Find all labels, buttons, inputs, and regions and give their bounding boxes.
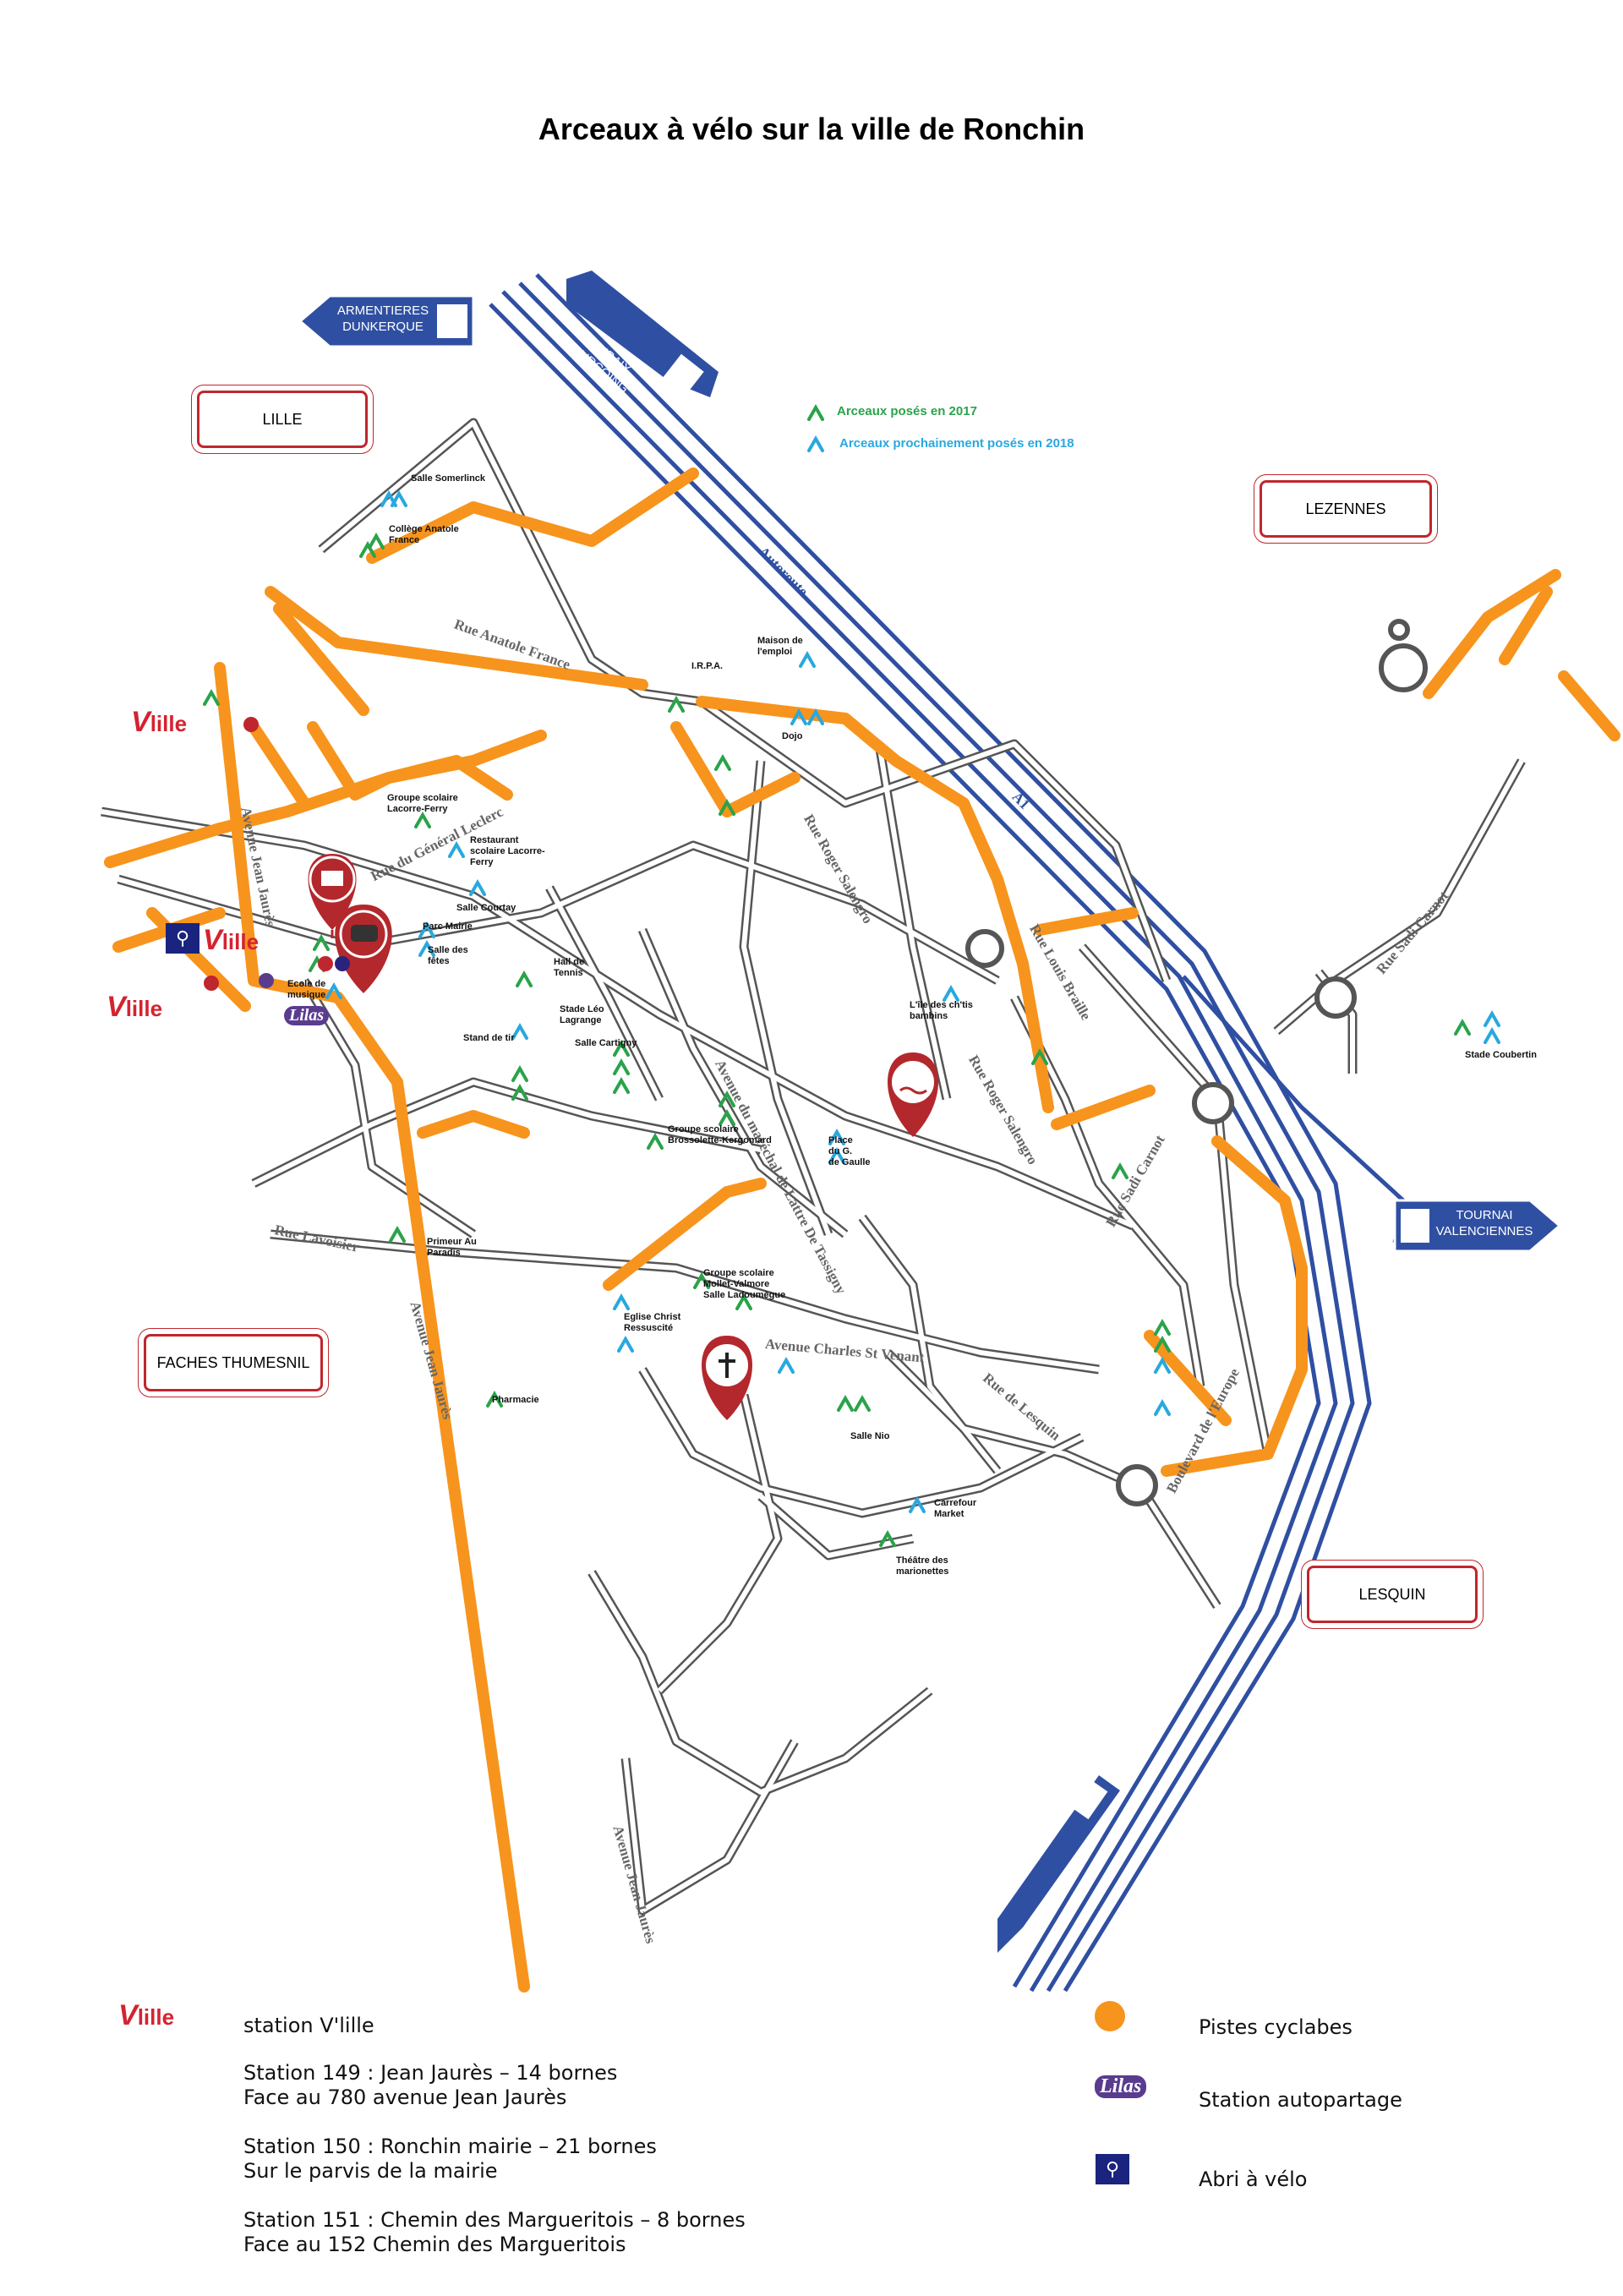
lilas-logo-map: Lilas bbox=[284, 1006, 330, 1025]
legend-pistes: Pistes cyclabes bbox=[1199, 2015, 1352, 2039]
pin-mairie bbox=[308, 854, 357, 938]
highway-sign-seclin bbox=[997, 1774, 1120, 1953]
poi-carrefour: Carrefour Market bbox=[934, 1498, 977, 1519]
vlille-v: V bbox=[107, 991, 126, 1023]
town-faches: FACHES THUMESNIL bbox=[144, 1334, 323, 1391]
poi-brossolette: Groupe scolaire Brossolette-Kergomard bbox=[668, 1124, 772, 1145]
legend-autopartage: Station autopartage bbox=[1199, 2088, 1402, 2112]
legend-icons bbox=[807, 406, 824, 452]
vlille-logo-3: Vlille bbox=[107, 991, 162, 1024]
vlille-logo-1: Vlille bbox=[131, 706, 187, 739]
poi-place: Place du G. de Gaulle bbox=[828, 1135, 871, 1167]
legend-2018: Arceaux prochainement posés en 2018 bbox=[839, 436, 1074, 451]
legend-abri-icon: ⚲ bbox=[1096, 2154, 1129, 2184]
vlille-word: lille bbox=[221, 929, 260, 954]
pin-eglise bbox=[702, 1336, 752, 1420]
poi-eglise: Eglise Christ Ressuscité bbox=[624, 1312, 681, 1333]
vlille-v: V bbox=[203, 924, 222, 956]
map-title: Arceaux à vélo sur la ville de Ronchin bbox=[538, 112, 1085, 146]
poi-somerlinck: Salle Somerlinck bbox=[411, 473, 486, 484]
cycle-track-legend-dot bbox=[1095, 2001, 1125, 2031]
poi-musique: Ecole de musique bbox=[287, 979, 326, 1000]
poi-coubertin: Stade Coubertin bbox=[1465, 1050, 1537, 1060]
vlille-word: lille bbox=[150, 711, 188, 736]
poi-fetes: Salle des fêtes bbox=[428, 945, 468, 966]
town-lesquin: LESQUIN bbox=[1307, 1566, 1478, 1623]
pin-train bbox=[335, 905, 392, 993]
bike-shelter-icon: ⚲ bbox=[166, 923, 199, 954]
legend-station-150: Station 150 : Ronchin mairie – 21 bornes… bbox=[243, 2135, 657, 2183]
poi-restaurant: Restaurant scolaire Lacorre- Ferry bbox=[470, 835, 545, 867]
poi-emploi: Maison de l'emploi bbox=[757, 636, 803, 657]
poi-courtay: Salle Courtay bbox=[456, 903, 516, 913]
legend-vlille-title: station V'lille bbox=[243, 2014, 374, 2037]
arceaux-2017-markers bbox=[203, 534, 1471, 1547]
poi-mollet: Groupe scolaire Mollet-Valmore Salle Lad… bbox=[703, 1268, 786, 1300]
poi-primeur: Primeur Au Paradis bbox=[427, 1237, 477, 1258]
vlille-v: V bbox=[118, 1999, 138, 2031]
poi-hall: Hall de Tennis bbox=[554, 957, 585, 978]
highway-sign-roubaix bbox=[566, 271, 719, 399]
poi-pharmacie: Pharmacie bbox=[492, 1395, 539, 1405]
poi-dojo: Dojo bbox=[782, 731, 803, 741]
highway-sign-tournai bbox=[1393, 1199, 1562, 1253]
vlille-word: lille bbox=[125, 996, 163, 1021]
poi-irpa: I.R.P.A. bbox=[691, 661, 724, 671]
poi-anatole: Collège Anatole France bbox=[389, 524, 459, 545]
poi-lacorre: Groupe scolaire Lacorre-Ferry bbox=[387, 793, 458, 814]
legend-station-149: Station 149 : Jean Jaurès – 14 bornes Fa… bbox=[243, 2061, 618, 2109]
town-lille: LILLE bbox=[197, 391, 368, 448]
legend-2017: Arceaux posés en 2017 bbox=[837, 404, 977, 418]
vlille-station-dots bbox=[204, 717, 350, 991]
vlille-v: V bbox=[131, 706, 150, 738]
highway-a1 bbox=[489, 273, 1406, 1993]
cycle-tracks bbox=[104, 467, 1620, 1993]
sign-text-armentieres: ARMENTIERES DUNKERQUE bbox=[336, 303, 429, 334]
poi-cartigny: Salle Cartigny bbox=[575, 1038, 637, 1048]
poi-theatre: Théâtre des marionettes bbox=[896, 1555, 949, 1577]
sign-text-tournai: TOURNAI VALENCIENNES bbox=[1435, 1208, 1533, 1238]
legend-vlille-logo: Vlille bbox=[118, 1999, 174, 2032]
lilas-logo-legend: Lilas bbox=[1095, 2075, 1147, 2098]
legend-station-151: Station 151 : Chemin des Margueritois – … bbox=[243, 2208, 746, 2256]
highway-sign-armentieres bbox=[298, 294, 475, 348]
poi-parc: Parc Mairie bbox=[423, 921, 473, 932]
poi-ile: L'île des ch'tis bambins bbox=[910, 1000, 973, 1021]
poi-tir: Stand de tir bbox=[463, 1033, 515, 1043]
vlille-word: lille bbox=[137, 2004, 175, 2030]
vlille-logo-2: Vlille bbox=[203, 924, 259, 957]
town-lezennes: LEZENNES bbox=[1260, 480, 1432, 538]
roundabouts bbox=[965, 619, 1428, 1506]
poi-nio: Salle Nio bbox=[850, 1431, 890, 1441]
pin-piscine bbox=[888, 1052, 938, 1137]
legend-abri: Abri à vélo bbox=[1199, 2168, 1308, 2191]
poi-leo: Stade Léo Lagrange bbox=[560, 1004, 604, 1025]
